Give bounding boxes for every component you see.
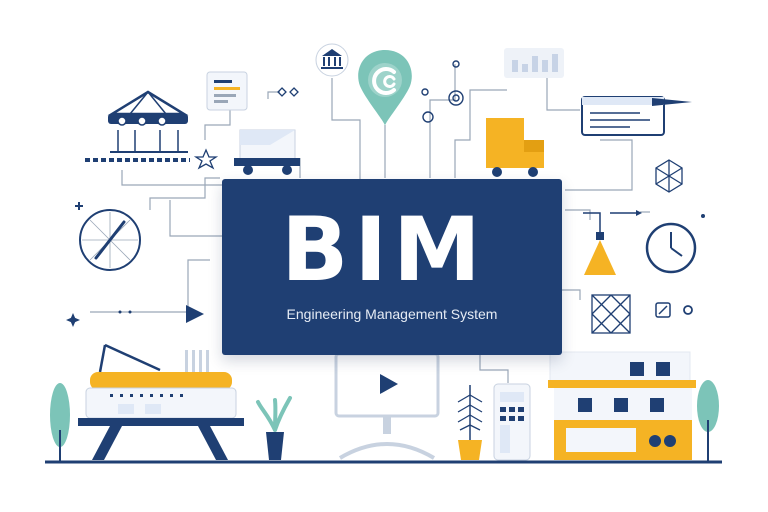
compass-icon <box>79 209 141 271</box>
document-icon <box>206 71 248 111</box>
tree-icon <box>50 383 70 462</box>
building-icon <box>548 351 696 460</box>
settings-icon <box>683 305 693 315</box>
edit-icon <box>655 302 671 318</box>
play-button-icon <box>380 374 398 394</box>
geodesic-frame-icon <box>591 294 631 334</box>
carousel-icon <box>85 90 190 162</box>
calculator-icon <box>493 383 531 461</box>
browser-window-icon <box>581 96 692 136</box>
star-icon <box>193 148 219 170</box>
museum-icon <box>315 43 349 77</box>
hero-panel <box>222 179 562 355</box>
tree-icon <box>697 380 719 462</box>
lamp-icon <box>583 210 642 275</box>
truck-icon <box>486 118 544 177</box>
monitor-icon <box>334 352 440 460</box>
dot-icon <box>701 214 705 218</box>
sparkle-icon <box>66 202 83 327</box>
gear-icon <box>421 60 464 123</box>
network-node-icon <box>655 159 683 193</box>
location-pin-icon <box>358 50 412 126</box>
arrow-right-icon <box>118 305 204 323</box>
hero-title: BIM <box>281 198 487 301</box>
flow-arrows-icon <box>277 87 299 97</box>
flatbed-truck-icon <box>234 129 300 175</box>
plant-icon <box>256 396 292 460</box>
clock-icon <box>645 222 697 274</box>
bridge-icon <box>78 343 244 460</box>
hero-subtitle: Engineering Management System <box>286 306 498 322</box>
bar-chart-icon <box>504 48 564 78</box>
fern-plant-icon <box>457 385 483 460</box>
